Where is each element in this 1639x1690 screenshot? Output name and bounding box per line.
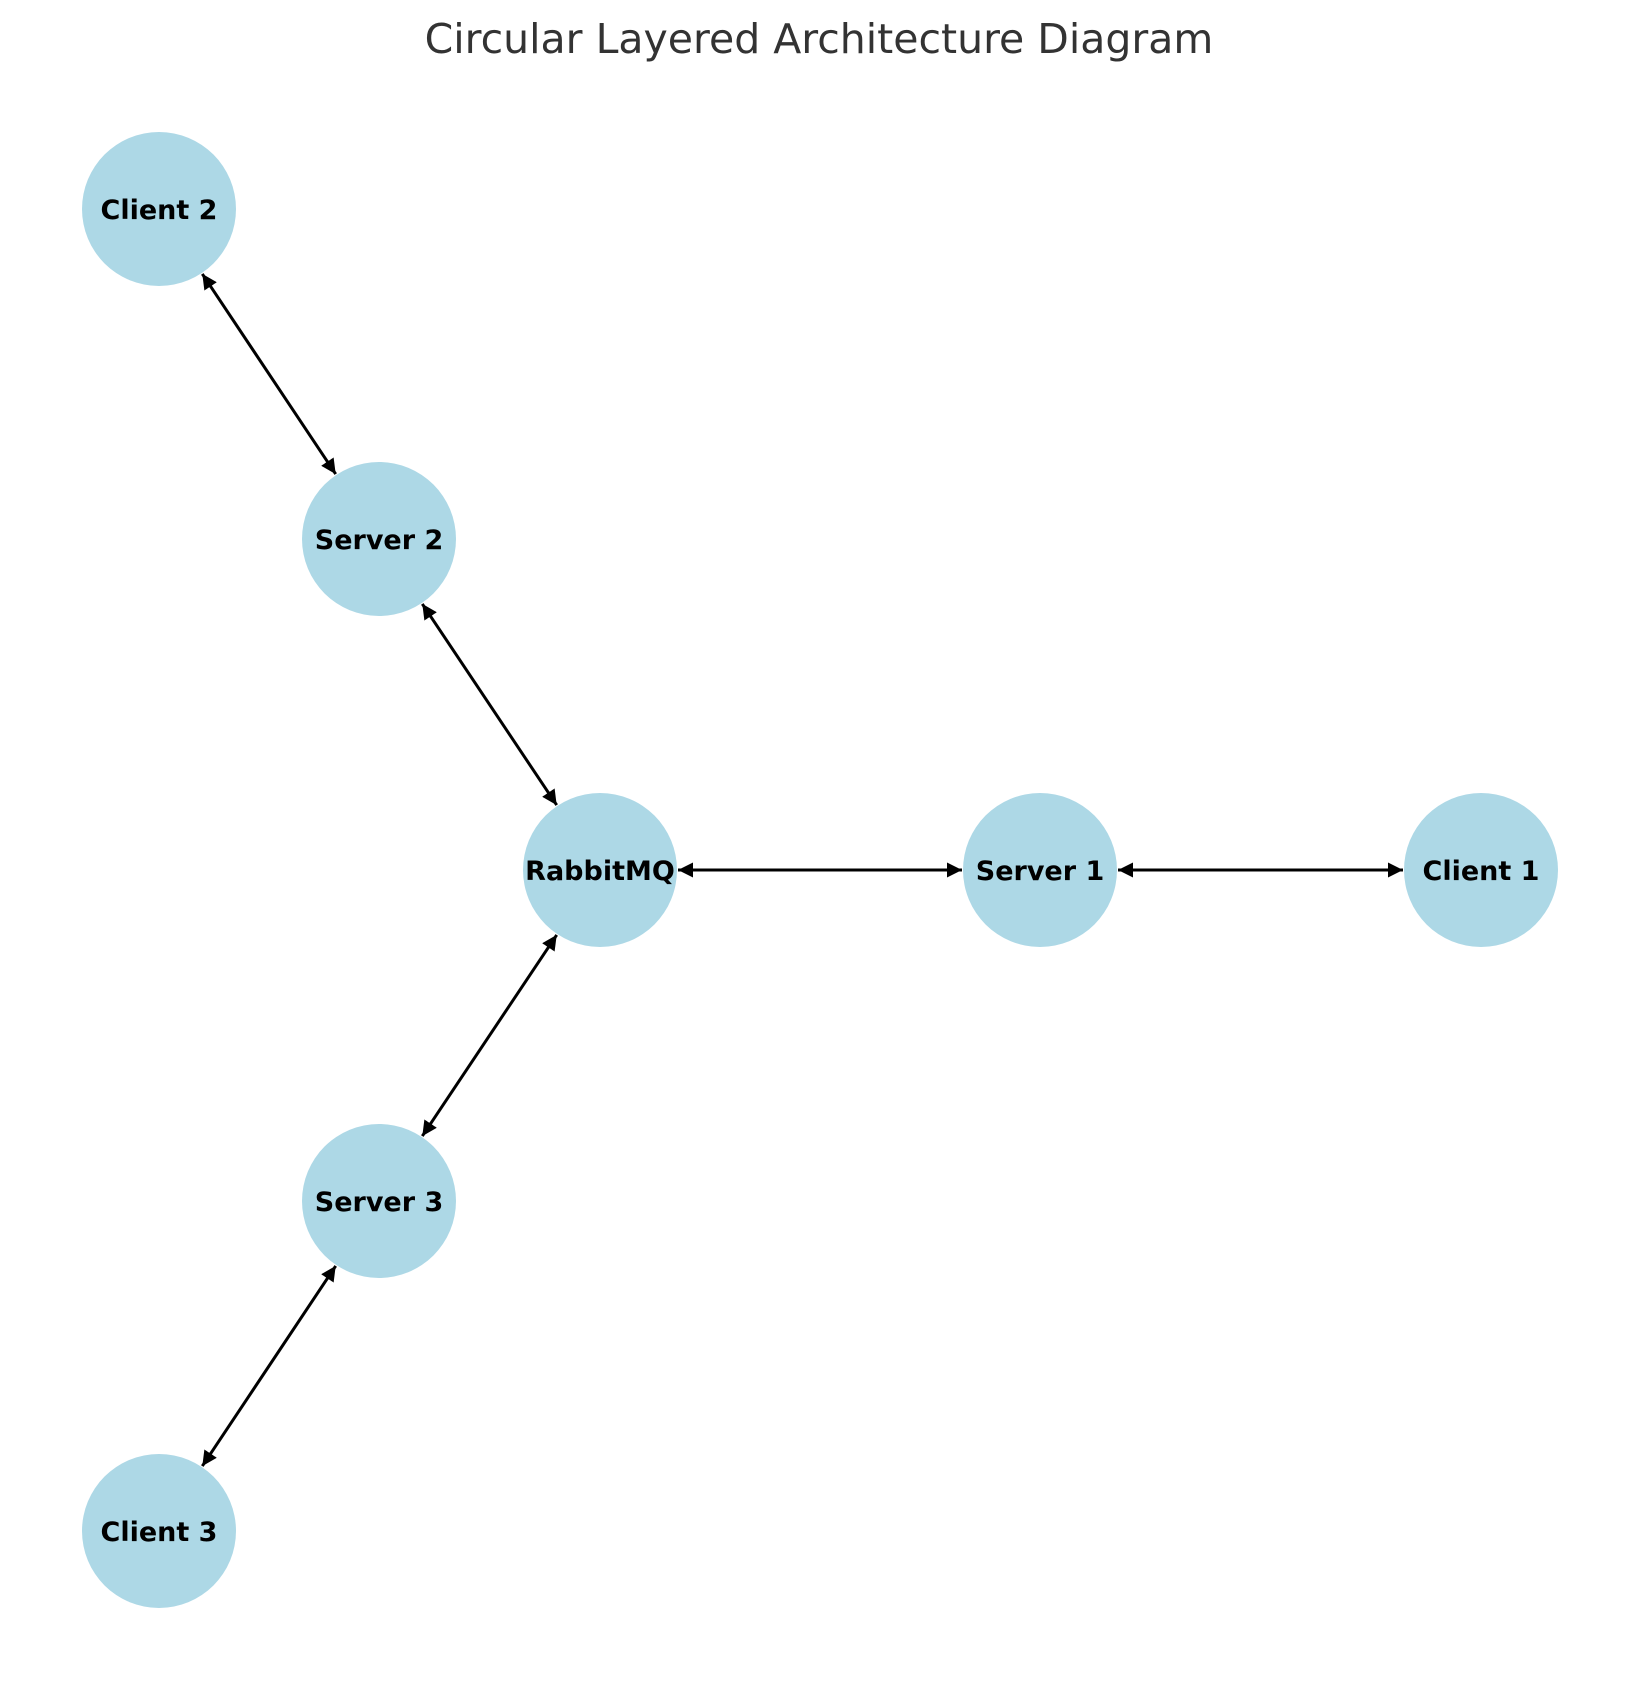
node-circle-client2 xyxy=(82,132,236,286)
node-client2: Client 2 xyxy=(82,132,236,286)
edge-server2-client2 xyxy=(201,273,337,475)
node-label-client3: Client 3 xyxy=(101,1517,218,1548)
edge-server3-client3 xyxy=(201,1265,337,1467)
node-circle-client1 xyxy=(1404,793,1558,947)
node-rabbitmq: RabbitMQ xyxy=(523,793,677,947)
node-label-server3: Server 3 xyxy=(315,1187,444,1218)
node-label-server2: Server 2 xyxy=(315,525,444,556)
node-circle-server2 xyxy=(302,462,456,616)
nodes-layer: RabbitMQ Server 1 Client 1 Server 2 Client 2… xyxy=(82,132,1558,1608)
node-circle-rabbitmq xyxy=(523,793,677,947)
edge-rabbitmq-server3 xyxy=(421,934,558,1137)
node-client3: Client 3 xyxy=(82,1454,236,1608)
edges-layer xyxy=(201,273,1403,1467)
node-label-rabbitmq: RabbitMQ xyxy=(525,856,675,887)
node-server3: Server 3 xyxy=(302,1124,456,1278)
node-label-server1: Server 1 xyxy=(976,856,1105,887)
node-circle-client3 xyxy=(82,1454,236,1608)
node-server2: Server 2 xyxy=(302,462,456,616)
node-client1: Client 1 xyxy=(1404,793,1558,947)
edge-rabbitmq-server2 xyxy=(421,603,558,806)
node-label-client2: Client 2 xyxy=(101,195,218,226)
diagram-title: Circular Layered Architecture Diagram xyxy=(425,15,1214,63)
node-label-client1: Client 1 xyxy=(1423,856,1540,887)
node-circle-server1 xyxy=(963,793,1117,947)
node-circle-server3 xyxy=(302,1124,456,1278)
node-server1: Server 1 xyxy=(963,793,1117,947)
